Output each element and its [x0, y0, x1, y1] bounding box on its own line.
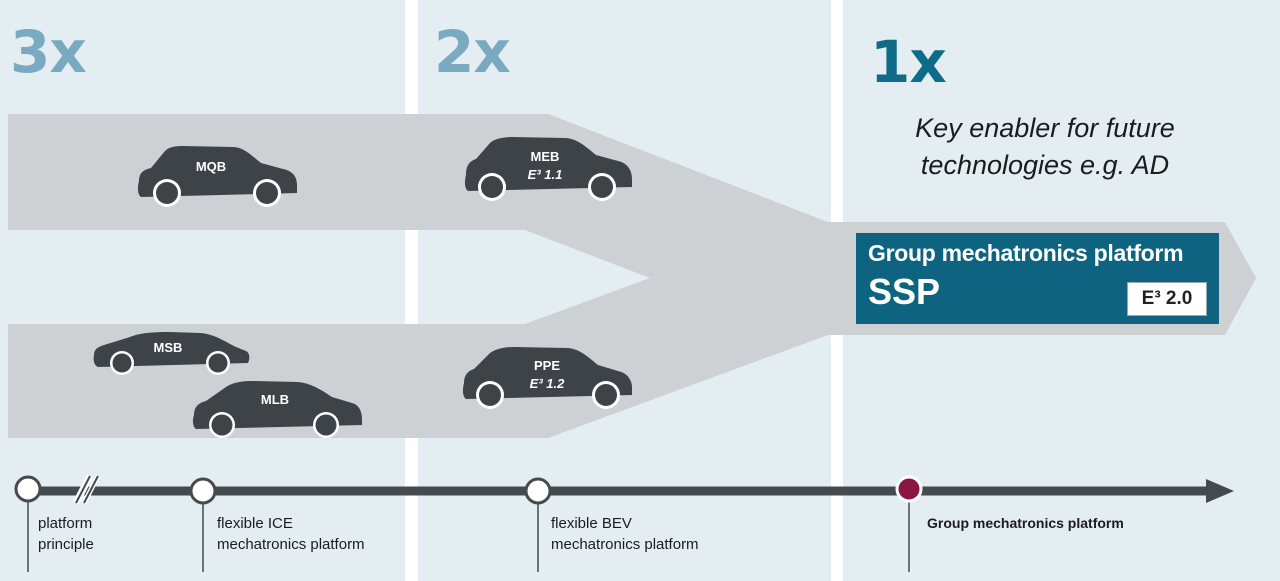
- car-ppe-icon: [462, 347, 632, 409]
- group-mechatronics-platform-box: Group mechatronics platform SSP E³ 2.0: [856, 233, 1219, 324]
- milestone-dot-3: [524, 477, 552, 505]
- platform-box-name: SSP: [868, 271, 941, 312]
- milestone-dot-2: [189, 477, 217, 505]
- car-label-mqb: MQB: [176, 158, 246, 176]
- car-msb-icon: [93, 332, 250, 375]
- car-name-msb: MSB: [153, 340, 183, 355]
- car-mlb-icon: [192, 381, 362, 438]
- car-arch-meb: E³ 1.1: [527, 167, 563, 182]
- car-name-mqb: MQB: [195, 159, 227, 174]
- milestone-dot-1: [14, 475, 42, 503]
- car-name-ppe: PPE: [533, 358, 560, 373]
- road-upper: [8, 114, 828, 278]
- milestone-label-3-line-2: mechatronics platform: [551, 536, 699, 553]
- car-name-meb: MEB: [530, 149, 560, 164]
- car-label-msb: MSB: [133, 339, 203, 357]
- multiplier-3x: 3x: [10, 18, 87, 86]
- car-label-mlb: MLB: [240, 391, 310, 409]
- car-mqb-icon: [137, 146, 297, 207]
- car-name-mlb: MLB: [260, 392, 290, 407]
- milestone-label-2-line-1: flexible ICE: [217, 515, 293, 532]
- car-label-meb: MEB E³ 1.1: [510, 148, 580, 184]
- milestone-label-2-line-2: mechatronics platform: [217, 536, 365, 553]
- milestone-label-3-line-1: flexible BEV: [551, 515, 632, 532]
- milestone-label-4: Group mechatronics platform: [927, 513, 1124, 534]
- key-enabler-caption: Key enabler for future technologies e.g.…: [880, 110, 1210, 184]
- milestone-label-1: platform principle: [38, 513, 94, 555]
- milestone-label-1-line-2: principle: [38, 536, 94, 553]
- car-meb-icon: [464, 137, 632, 201]
- caption-line-1: Key enabler for future: [915, 113, 1175, 143]
- milestone-dot-4: [895, 475, 923, 503]
- car-label-ppe: PPE E³ 1.2: [512, 357, 582, 393]
- milestone-label-2: flexible ICE mechatronics platform: [217, 513, 365, 555]
- multiplier-2x: 2x: [434, 18, 511, 86]
- timeline-arrowhead: [1206, 479, 1234, 503]
- milestone-label-1-line-1: platform: [38, 515, 93, 532]
- car-arch-ppe: E³ 1.2: [529, 376, 565, 391]
- caption-line-2: technologies e.g. AD: [920, 150, 1170, 180]
- timeline-break-mark-2: [75, 475, 91, 504]
- milestone-label-4-line-1: Group mechatronics platform: [927, 515, 1124, 531]
- milestone-label-3: flexible BEV mechatronics platform: [551, 513, 699, 555]
- platform-box-e3-badge: E³ 2.0: [1127, 282, 1207, 316]
- multiplier-1x: 1x: [870, 28, 947, 96]
- platform-box-title: Group mechatronics platform: [868, 240, 1184, 266]
